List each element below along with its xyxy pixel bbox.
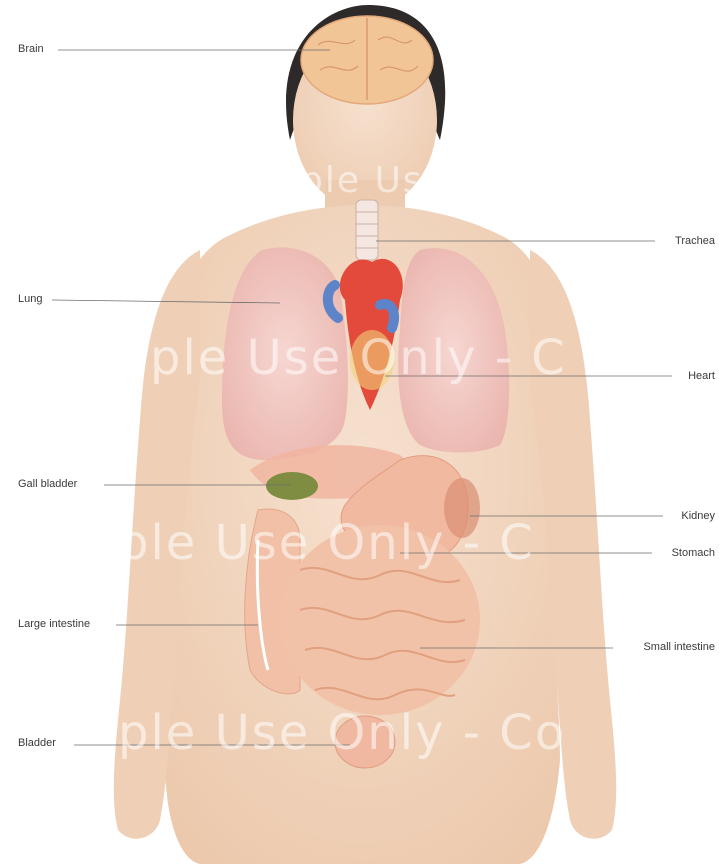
kidney-organ	[444, 478, 480, 538]
small-intestine-organ	[280, 525, 480, 715]
label-trachea: Trachea	[675, 235, 715, 247]
label-stomach: Stomach	[672, 547, 715, 559]
label-heart: Heart	[688, 370, 715, 382]
label-large-intestine: Large intestine	[18, 618, 90, 630]
label-bladder: Bladder	[18, 737, 56, 749]
gall-bladder-organ	[266, 472, 318, 500]
label-lung: Lung	[18, 293, 42, 305]
left-lung	[222, 247, 348, 460]
label-kidney: Kidney	[681, 510, 715, 522]
bladder-organ	[335, 716, 395, 768]
label-brain: Brain	[18, 43, 44, 55]
label-gall-bladder: Gall bladder	[18, 478, 77, 490]
trachea	[356, 200, 378, 260]
label-small-intestine: Small intestine	[643, 641, 715, 653]
